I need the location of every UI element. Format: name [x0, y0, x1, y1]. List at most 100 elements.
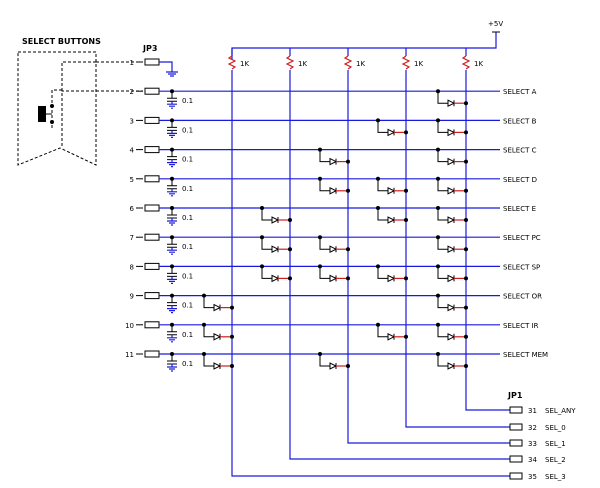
output-bus-wire	[465, 70, 510, 411]
resistor-label: 1K	[298, 60, 307, 68]
junction-dot	[464, 364, 468, 368]
capacitor-label: 0.1	[182, 214, 193, 222]
capacitor-icon	[167, 272, 177, 277]
resistor-label: 1K	[356, 60, 365, 68]
output-pin-number: 32	[528, 424, 537, 432]
output-pin-number: 31	[528, 407, 537, 415]
junction-dot	[346, 159, 350, 164]
capacitor-label: 0.1	[182, 302, 193, 310]
diode-icon	[447, 99, 456, 108]
ground-icon	[167, 276, 177, 284]
diode-icon	[329, 186, 338, 195]
junction-dot	[346, 188, 350, 193]
output-pin	[509, 439, 523, 447]
diode-lead	[437, 324, 448, 338]
diode-lead	[437, 266, 448, 279]
switch-pin-number: 7	[130, 234, 134, 242]
output-pin-number: 34	[528, 456, 537, 464]
ground-icon	[167, 188, 177, 197]
diode-icon	[387, 216, 396, 224]
junction-dot	[464, 188, 468, 193]
diode-icon	[271, 274, 280, 283]
capacitor-label: 0.1	[182, 272, 193, 280]
junction-dot	[288, 276, 292, 281]
select-line-label: SELECT PC	[503, 234, 541, 242]
jp3-label: JP3	[142, 44, 157, 53]
junction-dot	[464, 305, 468, 310]
power-label: +5V	[488, 20, 503, 28]
diode-lead	[319, 354, 330, 367]
capacitor-icon	[167, 302, 177, 307]
title-label: SELECT BUTTONS	[22, 37, 101, 46]
resistor-icon	[343, 55, 353, 70]
junction-dot	[404, 276, 408, 281]
diode-lead	[437, 295, 448, 309]
output-pin-number: 33	[528, 440, 537, 448]
resistor-label: 1K	[474, 60, 483, 68]
junction-dot	[404, 218, 408, 222]
diode-lead	[203, 295, 214, 309]
diode-icon	[447, 157, 456, 166]
resistor-icon	[461, 55, 471, 70]
output-pin	[509, 423, 523, 431]
diode-lead	[319, 178, 330, 192]
capacitor-label: 0.1	[182, 331, 193, 339]
ground-wire	[159, 61, 173, 72]
output-bus-wire	[231, 70, 510, 477]
diode-lead	[319, 149, 330, 163]
switch-pin	[144, 58, 160, 66]
diode-icon	[329, 362, 338, 370]
junction-dot	[464, 218, 468, 222]
junction-dot	[346, 276, 350, 281]
select-line-label: SELECT C	[503, 147, 537, 155]
select-line-label: SELECT SP	[503, 263, 540, 271]
output-bus-wire	[347, 70, 510, 444]
switch-pin-number: 10	[125, 322, 134, 330]
diode-icon	[387, 274, 396, 283]
junction-dot	[464, 334, 468, 339]
select-line-label: SELECT E	[503, 205, 536, 213]
junction-dot	[404, 130, 408, 135]
junction-dot	[288, 247, 292, 252]
diode-icon	[387, 332, 396, 341]
jp1-label: JP1	[507, 391, 523, 400]
diode-lead	[437, 91, 448, 104]
diode-icon	[387, 186, 396, 195]
resistor-label: 1K	[414, 60, 423, 68]
select-line-label: SELECT OR	[503, 293, 542, 301]
diode-icon	[271, 245, 280, 254]
capacitor-label: 0.1	[182, 360, 193, 368]
switch-pin-number: 11	[125, 351, 134, 359]
diode-icon	[329, 274, 338, 283]
diode-icon	[447, 216, 456, 224]
output-signal-name: SEL_0	[545, 424, 566, 432]
resistor-icon	[285, 55, 295, 70]
junction-dot	[404, 188, 408, 193]
ground-icon	[167, 364, 177, 372]
capacitor-label: 0.1	[182, 126, 193, 134]
switch-pin-number: 1	[130, 59, 134, 67]
resistor-icon	[401, 55, 411, 70]
diode-lead	[319, 266, 330, 279]
ground-icon	[166, 71, 178, 77]
select-line-label: SELECT IR	[503, 322, 539, 330]
diode-icon	[271, 216, 280, 224]
capacitor-icon	[167, 360, 177, 365]
resistor-label: 1K	[240, 60, 249, 68]
ground-icon	[167, 130, 177, 138]
diode-icon	[213, 303, 222, 312]
diode-lead	[437, 120, 448, 133]
switch-pin	[144, 146, 160, 154]
output-bus-wire	[289, 70, 510, 460]
switch-pin	[144, 204, 160, 212]
junction-dot	[230, 305, 234, 310]
switch-pin	[144, 262, 160, 270]
capacitor-label: 0.1	[182, 156, 193, 164]
diode-lead	[261, 208, 272, 221]
resistor-icon	[227, 55, 237, 70]
switch-pin-number: 3	[130, 117, 134, 125]
output-pin-number: 35	[528, 473, 537, 481]
switch-pin-number: 5	[130, 176, 134, 184]
ground-icon	[167, 101, 177, 109]
